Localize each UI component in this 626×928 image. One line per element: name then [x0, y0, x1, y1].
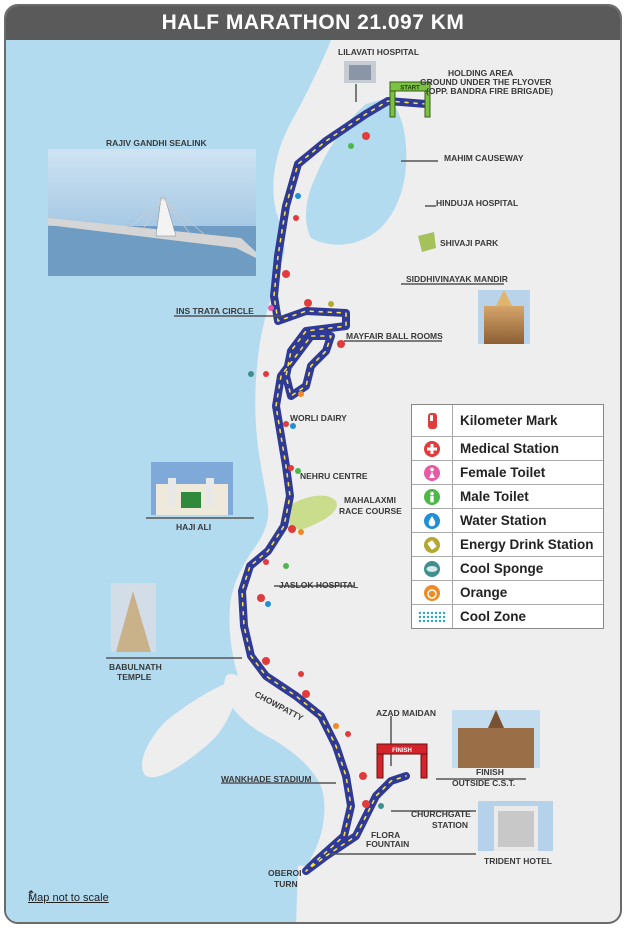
label-holding-2: GROUND UNDER THE FLYOVER — [420, 77, 551, 87]
cuffe-parade-land — [296, 865, 333, 922]
label-babulnath-2: TEMPLE — [117, 672, 152, 682]
label-oberoi-1: OBEROI — [268, 868, 302, 878]
label-mahalaxmi-2: RACE COURSE — [339, 506, 402, 516]
label-wankhade: WANKHADE STADIUM — [221, 774, 312, 784]
malabar-hill — [142, 676, 244, 778]
label-sealink: RAJIV GANDHI SEALINK — [106, 138, 207, 148]
label-mahim: MAHIM CAUSEWAY — [444, 153, 524, 163]
label-instrata: INS TRATA CIRCLE — [176, 306, 254, 316]
legend-label: Medical Station — [460, 441, 560, 456]
label-shivaji: SHIVAJI PARK — [440, 238, 499, 248]
legend-row-medical: Medical Station — [412, 437, 603, 461]
legend-label: Female Toilet — [460, 465, 546, 480]
north-arrow-icon: ⇡ — [26, 888, 37, 902]
legend-label: Kilometer Mark — [460, 413, 558, 428]
label-churchgate-2: STATION — [432, 820, 468, 830]
medical-station-icon — [424, 440, 440, 457]
legend-label: Orange — [460, 585, 508, 600]
legend-row-kilometer: Kilometer Mark — [412, 405, 603, 437]
label-babulnath-1: BABULNATH — [109, 662, 162, 672]
label-mahalaxmi-1: MAHALAXMI — [344, 495, 396, 505]
label-worli: WORLI DAIRY — [290, 413, 347, 423]
route-markers — [248, 132, 384, 809]
legend-row-male: Male Toilet — [412, 485, 603, 509]
lilavati-photo — [344, 61, 376, 83]
start-label: START — [400, 86, 420, 92]
label-hinduja: HINDUJA HOSPITAL — [436, 198, 518, 208]
legend-row-sponge: Cool Sponge — [412, 557, 603, 581]
callout-lines — [106, 84, 526, 855]
legend-row-female: Female Toilet — [412, 461, 603, 485]
label-holding-1: HOLDING AREA — [448, 68, 513, 78]
label-siddhivinayak: SIDDHIVINAYAK MANDIR — [406, 274, 508, 284]
mahim-bay — [305, 98, 407, 245]
label-nehru: NEHRU CENTRE — [300, 471, 368, 481]
label-mayfair: MAYFAIR BALL ROOMS — [346, 331, 443, 341]
energy-drink-icon — [424, 536, 440, 553]
start-gate: START — [389, 81, 431, 118]
legend-label: Energy Drink Station — [460, 537, 594, 552]
label-jaslok: JASLOK HOSPITAL — [279, 580, 358, 590]
orange-icon — [424, 584, 440, 601]
female-toilet-icon — [424, 464, 440, 481]
cool-zone-icon — [418, 611, 446, 622]
label-flora-2: FOUNTAIN — [366, 839, 409, 849]
trident-photo — [478, 801, 553, 851]
sealink-photo — [48, 149, 256, 276]
male-toilet-icon — [424, 488, 440, 505]
legend-row-water: Water Station — [412, 509, 603, 533]
finish-gate-label: FINISH — [392, 748, 412, 754]
label-oberoi-2: TURN — [274, 879, 298, 889]
race-course — [287, 495, 337, 530]
siddhivinayak-photo — [478, 290, 530, 344]
babulnath-photo — [111, 583, 156, 652]
legend-label: Cool Sponge — [460, 561, 544, 576]
finish-gate: FINISH — [376, 743, 428, 779]
route-map: START FINISH — [6, 40, 553, 922]
legend-row-energy: Energy Drink Station — [412, 533, 603, 557]
page-title: HALF MARATHON 21.097 KM — [6, 6, 620, 40]
kilometer-mark-icon — [428, 412, 437, 429]
label-trident: TRIDENT HOTEL — [484, 856, 552, 866]
race-route — [238, 97, 430, 875]
legend-row-coolzone: Cool Zone — [412, 605, 603, 628]
label-flora-1: FLORA — [371, 830, 400, 840]
cst-photo — [452, 710, 540, 768]
shivaji-park — [418, 232, 436, 252]
label-azad: AZAD MAIDAN — [376, 708, 436, 718]
hajiali-photo — [151, 462, 233, 515]
scale-note: Map not to scale — [28, 892, 109, 904]
label-holding-3: (OPP. BANDRA FIRE BRIGADE) — [426, 86, 553, 96]
map-legend: Kilometer Mark Medical Station Female To… — [411, 404, 604, 629]
legend-row-orange: Orange — [412, 581, 603, 605]
legend-label: Male Toilet — [460, 489, 529, 504]
label-churchgate-1: CHURCHGATE — [411, 809, 471, 819]
label-lilavati: LILAVATI HOSPITAL — [338, 47, 419, 57]
cool-sponge-icon — [424, 560, 440, 577]
label-finish-1: FINISH — [476, 767, 504, 777]
legend-label: Water Station — [460, 513, 547, 528]
water-station-icon — [424, 512, 440, 529]
label-hajiali: HAJI ALI — [176, 522, 211, 532]
legend-label: Cool Zone — [460, 609, 526, 624]
label-finish-2: OUTSIDE C.S.T. — [452, 778, 515, 788]
map-frame: HALF MARATHON 21.097 KM — [4, 4, 622, 924]
